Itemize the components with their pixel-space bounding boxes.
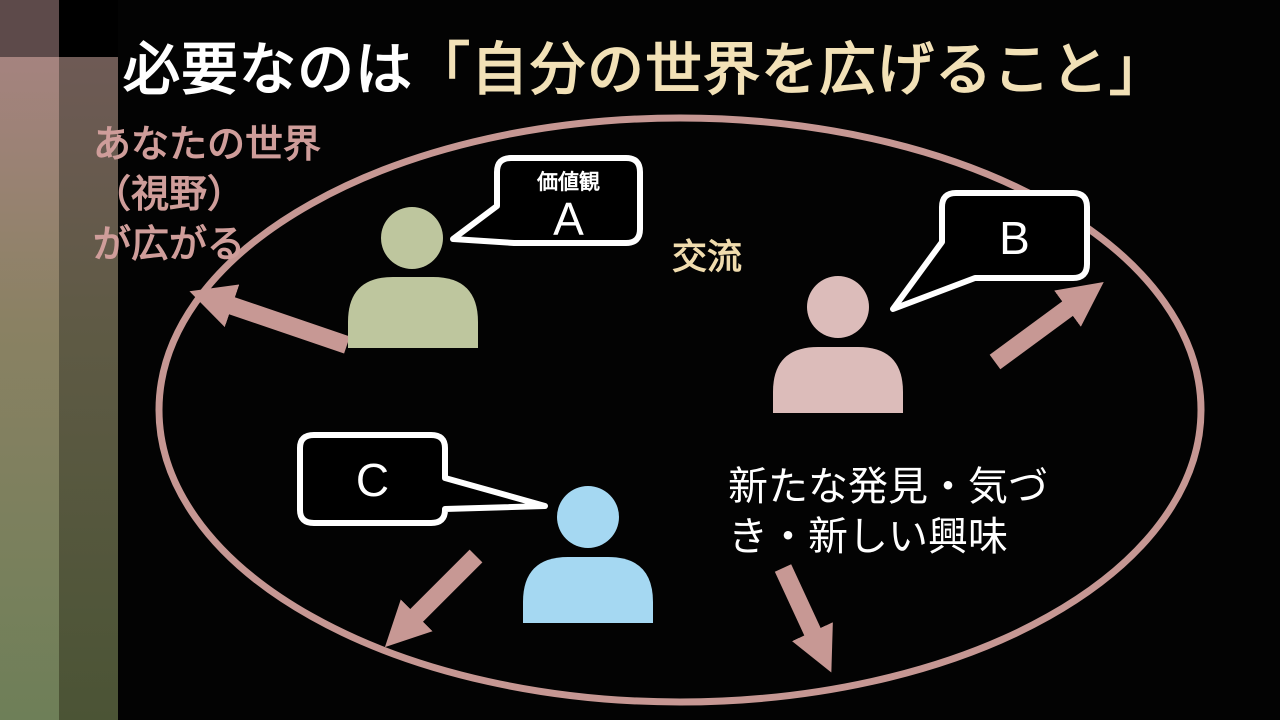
interaction-label: 交流 [672,238,743,277]
person-c-icon [523,486,653,623]
slide-title-highlight: 「自分の世界を広げること」 [413,38,1167,102]
bubble-c-label: C [355,454,390,506]
world-ellipse [155,114,1205,706]
accent-stripe-outer [0,0,59,720]
bubble-b-label: B [999,212,1030,264]
person-b-body [773,347,903,413]
bubble-a-caption: 価値観 [537,171,600,194]
person-b-head [807,276,869,338]
speech-bubble-a [450,155,643,246]
discovery-note: 新たな発見・気づ き・新しい興味 [728,465,1048,559]
accent-stripe-outer-cap [0,0,59,57]
person-b-icon [773,276,903,413]
speech-bubble-b [890,190,1090,312]
expansion-arrows [189,282,1104,673]
person-c-body [523,557,653,623]
person-a-body [348,277,478,348]
bubble-a-label: A [553,193,584,245]
arrow-upper-left-icon [189,284,350,354]
person-a-head [381,207,443,269]
slide-title: 必要なのは「自分の世界を広げること」 [123,24,1167,106]
arrow-lower-right-icon [774,564,833,673]
speech-bubble-c [297,432,548,526]
arrow-lower-left-icon [384,549,483,648]
person-c-head [557,486,619,548]
slide-title-prefix: 必要なのは [123,38,413,102]
person-a-icon [348,207,478,348]
your-world-note: あなたの世界 （視野） が広がる [93,124,322,266]
speech-bubbles [297,155,1090,526]
accent-stripe-inner [59,0,118,720]
arrow-upper-right-icon [989,282,1104,370]
accent-stripe-inner-cap [59,0,118,57]
